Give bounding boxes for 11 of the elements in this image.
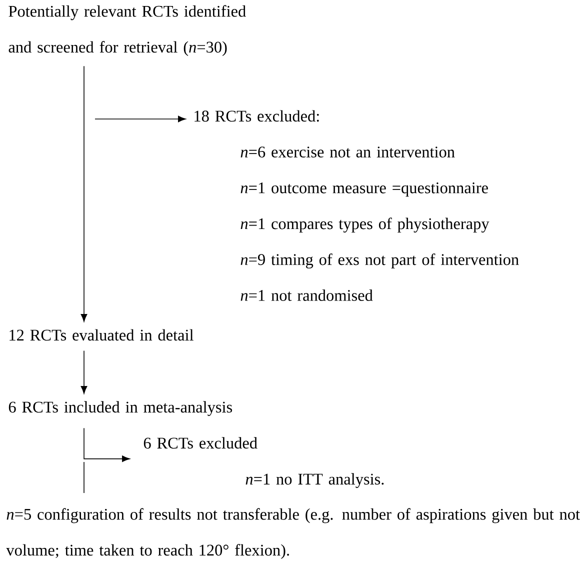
flow-text: 6 RCTs included in meta-analysis [8, 401, 232, 416]
arrow [80, 350, 88, 394]
note-text: n=5 configuration of results not transferable (e.g. number of aspirations given but not volume; time taken to reach 120° flexion). [6, 508, 580, 559]
flow-text: 18 RCTs excluded: n=6 exercise not an intervention n=1 outcome measure =questionnaire n=1 compares types of physiotherapy n=9 timing of exs not part of intervention n=1 not randomised [194, 110, 519, 301]
arrow [94, 116, 186, 122]
flow-text: Potentially relevant RCTs identified and screened for retrieval (n=30) [8, 5, 246, 56]
arrow [80, 66, 88, 322]
note-text: n=1 no ITT analysis. [246, 473, 384, 488]
flow-text: 12 RCTs evaluated in detail [10, 329, 194, 341]
flow-text: 6 RCTs excluded [144, 437, 258, 449]
arrow [84, 428, 130, 462]
